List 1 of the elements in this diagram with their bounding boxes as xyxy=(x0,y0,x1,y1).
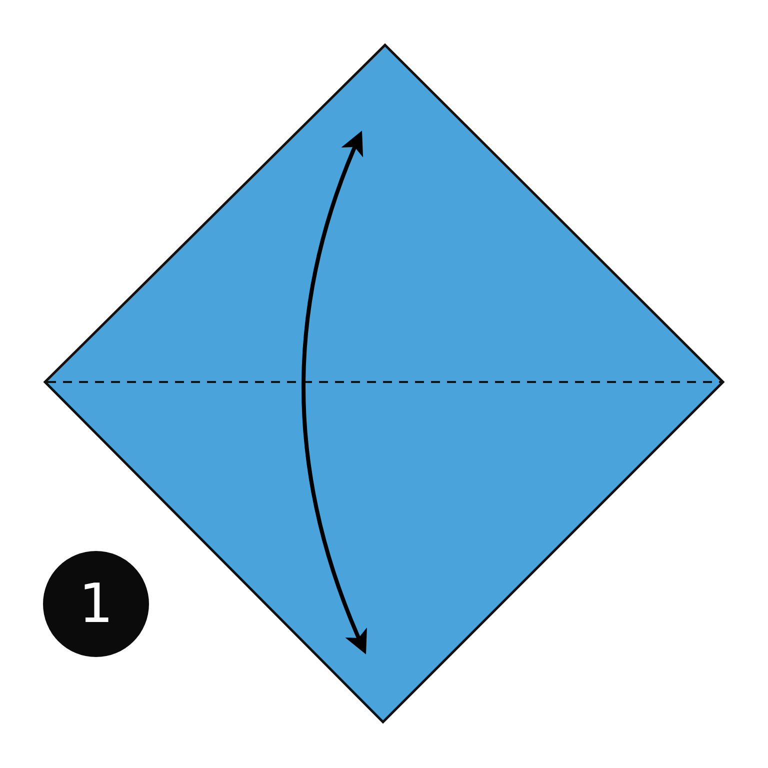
step-number: 1 xyxy=(43,551,149,657)
